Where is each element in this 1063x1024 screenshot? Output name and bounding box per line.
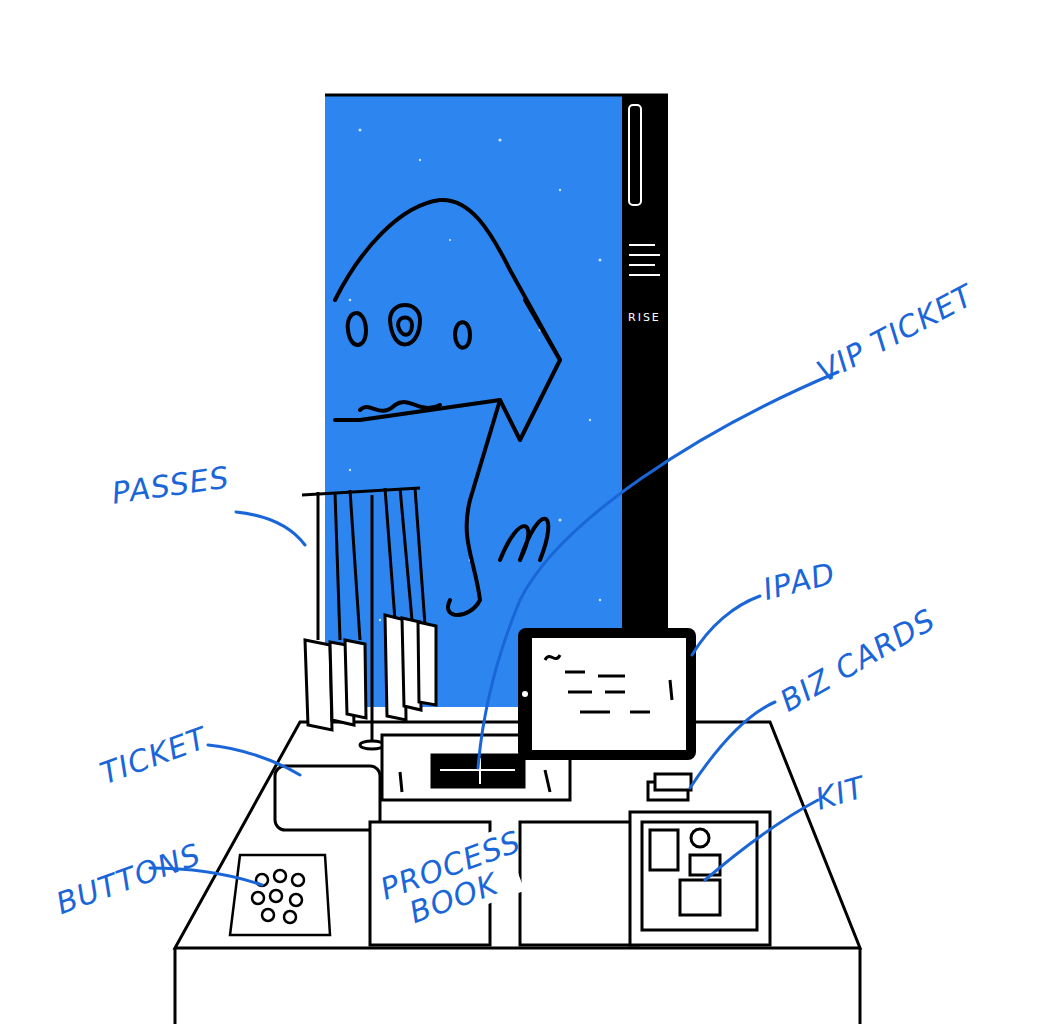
callout-label: BUTTONS: [52, 838, 205, 919]
notebook: [520, 822, 638, 945]
banner-lines: [629, 245, 660, 275]
callout-label: KIT: [812, 771, 869, 815]
callout-label: IPAD: [760, 557, 839, 605]
capsule-sketch: [335, 200, 560, 615]
callout-label: PASSES: [110, 462, 231, 510]
callout-label: BIZ CARDS: [775, 604, 941, 718]
table: [175, 722, 860, 1024]
passes-rack: [302, 488, 436, 749]
banner-slot: [629, 105, 641, 205]
banner-side: [622, 95, 668, 707]
banner-speckle: [349, 129, 602, 652]
banner: [325, 95, 625, 707]
callout-label: VIP TICKET: [812, 279, 979, 388]
leader-lines: [150, 372, 838, 885]
banner-text: RISE: [628, 312, 661, 324]
biz-cards: [648, 774, 691, 800]
kit-box: [630, 812, 770, 945]
ipad: [518, 628, 696, 760]
callout-label: TICKET: [96, 722, 211, 790]
buttons-bag: [230, 855, 330, 935]
ticket: [275, 766, 380, 830]
